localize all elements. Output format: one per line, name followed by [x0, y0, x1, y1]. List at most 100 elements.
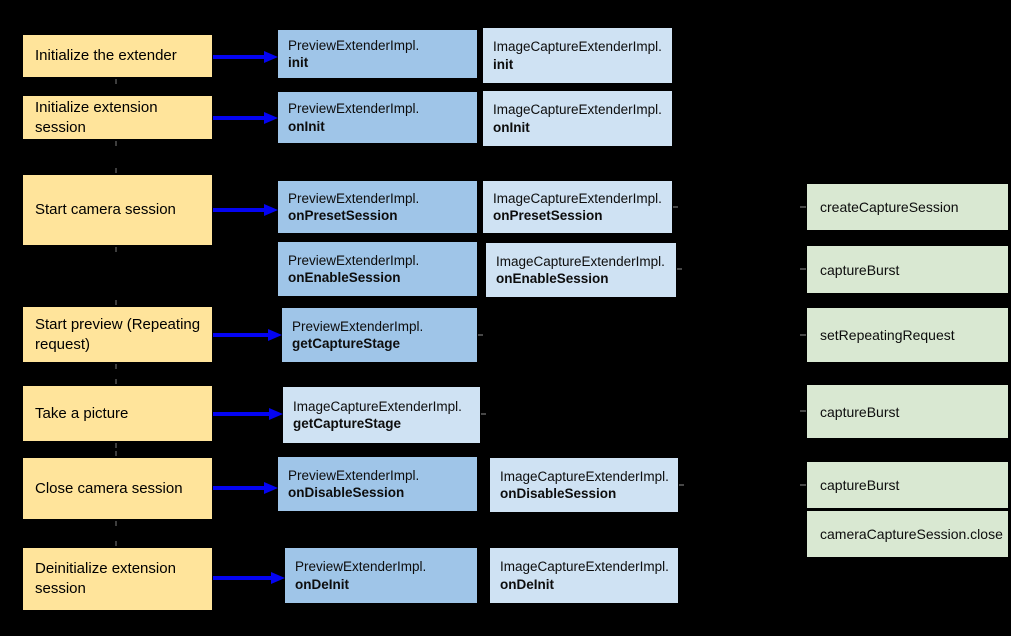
connector-stub	[673, 206, 678, 208]
preview-impl-oninit-box: PreviewExtenderImpl. onInit	[278, 92, 477, 143]
impl-method-label: onEnableSession	[288, 270, 401, 285]
impl-class-label: PreviewExtenderImpl.	[295, 559, 427, 574]
arrow-head-icon	[264, 482, 278, 494]
connector-stub	[115, 521, 117, 526]
impl-class-label: ImageCaptureExtenderImpl.	[500, 468, 669, 484]
arrow-head-icon	[271, 572, 285, 584]
step-label: Start preview (Repeating request)	[35, 315, 201, 353]
connector-stub	[679, 484, 684, 486]
connector-stub	[115, 300, 117, 305]
impl-method-label: onDisableSession	[288, 485, 405, 500]
connector-stub	[800, 268, 806, 270]
impl-method-label: onDisableSession	[500, 486, 617, 501]
flow-arrow-start-camera-session	[213, 203, 278, 217]
arrow-shaft	[213, 412, 269, 416]
impl-class-label: PreviewExtenderImpl.	[288, 101, 420, 116]
step-start-preview: Start preview (Repeating request)	[23, 307, 212, 362]
impl-class-label: PreviewExtenderImpl.	[288, 467, 420, 483]
preview-impl-getcapturestage-box: PreviewExtenderImpl. getCaptureStage	[282, 308, 477, 362]
connector-stub	[115, 364, 117, 369]
imagecapture-impl-oninit-box: ImageCaptureExtenderImpl. onInit	[483, 91, 672, 146]
step-label: Initialize extension session	[35, 98, 158, 136]
step-label: Close camera session	[35, 479, 183, 497]
connector-stub	[115, 541, 117, 546]
connector-stub	[800, 484, 806, 486]
camera2-call-label: createCaptureSession	[820, 199, 959, 215]
preview-impl-onpresetsession-box: PreviewExtenderImpl. onPresetSession	[278, 181, 477, 233]
connector-stub	[800, 206, 806, 208]
imagecapture-impl-onpresetsession-box: ImageCaptureExtenderImpl. onPresetSessio…	[483, 181, 672, 233]
impl-class-label: ImageCaptureExtenderImpl.	[500, 559, 669, 574]
impl-class-label: ImageCaptureExtenderImpl.	[293, 398, 462, 414]
camera2-captureburst-box-3: captureBurst	[807, 462, 1008, 508]
imagecapture-impl-ondisablesession-box: ImageCaptureExtenderImpl. onDisableSessi…	[490, 458, 678, 512]
impl-class-label: PreviewExtenderImpl.	[288, 190, 420, 206]
arrow-head-icon	[264, 112, 278, 124]
preview-impl-onenablesession-box: PreviewExtenderImpl. onEnableSession	[278, 242, 477, 296]
camera2-captureburst-box-1: captureBurst	[807, 246, 1008, 293]
connector-stub	[115, 451, 117, 456]
impl-class-label: ImageCaptureExtenderImpl.	[493, 102, 662, 117]
preview-impl-ondeinit-box: PreviewExtenderImpl. onDeInit	[285, 548, 477, 603]
impl-method-label: onDeInit	[500, 576, 554, 592]
flow-arrow-close-camera-session	[213, 481, 278, 495]
step-start-camera-session: Start camera session	[23, 175, 212, 245]
arrow-head-icon	[264, 51, 278, 63]
step-initialize-extender: Initialize the extender	[23, 35, 212, 77]
impl-class-label: PreviewExtenderImpl.	[288, 252, 420, 268]
impl-method-label: init	[288, 55, 309, 70]
arrow-shaft	[213, 576, 271, 580]
impl-method-label: onDeInit	[295, 576, 349, 592]
arrow-shaft	[213, 208, 264, 212]
connector-stub	[115, 168, 117, 173]
impl-class-label: PreviewExtenderImpl.	[288, 37, 420, 53]
camera2-call-label: setRepeatingRequest	[820, 327, 955, 343]
step-label: Take a picture	[35, 404, 129, 422]
camera2-call-label: captureBurst	[820, 477, 900, 493]
impl-class-label: ImageCaptureExtenderImpl.	[496, 253, 665, 269]
arrow-shaft	[213, 486, 264, 490]
impl-class-label: ImageCaptureExtenderImpl.	[493, 39, 662, 54]
impl-method-label: onPresetSession	[493, 208, 603, 223]
step-label: Start camera session	[35, 201, 176, 218]
impl-method-label: getCaptureStage	[293, 416, 402, 431]
connector-stub	[115, 379, 117, 384]
impl-class-label: PreviewExtenderImpl.	[292, 318, 424, 334]
impl-class-label: ImageCaptureExtenderImpl.	[493, 190, 662, 206]
arrow-head-icon	[269, 408, 283, 420]
flow-arrow-start-preview	[213, 328, 282, 342]
preview-impl-ondisablesession-box: PreviewExtenderImpl. onDisableSession	[278, 457, 477, 511]
connector-stub	[481, 413, 486, 415]
camera2-call-label: captureBurst	[820, 261, 900, 278]
arrow-head-icon	[268, 329, 282, 341]
step-close-camera-session: Close camera session	[23, 458, 212, 519]
connector-stub	[478, 334, 483, 336]
impl-method-label: onInit	[288, 118, 325, 134]
connector-stub	[115, 79, 117, 84]
preview-impl-init-box: PreviewExtenderImpl. init	[278, 30, 477, 78]
camera2-captureburst-box-2: captureBurst	[807, 385, 1008, 438]
impl-method-label: onPresetSession	[288, 208, 398, 223]
camera2-call-label: captureBurst	[820, 403, 900, 420]
connector-stub	[115, 141, 117, 146]
arrow-shaft	[213, 55, 264, 59]
step-label: Deinitialize extension session	[35, 560, 176, 597]
impl-method-label: init	[493, 56, 514, 72]
impl-method-label: onEnableSession	[496, 271, 609, 286]
connector-stub	[677, 268, 682, 270]
step-initialize-extension-session: Initialize extension session	[23, 96, 212, 139]
imagecapture-impl-init-box: ImageCaptureExtenderImpl. init	[483, 28, 672, 83]
connector-stub	[115, 247, 117, 252]
imagecapture-impl-getcapturestage-box: ImageCaptureExtenderImpl. getCaptureStag…	[283, 387, 480, 443]
arrow-head-icon	[264, 204, 278, 216]
connector-stub	[115, 443, 117, 448]
connector-stub	[800, 334, 806, 336]
step-take-a-picture: Take a picture	[23, 386, 212, 441]
camera2-cameracapturesession-close-box: cameraCaptureSession.close	[807, 511, 1008, 557]
flow-arrow-take-a-picture	[213, 407, 283, 421]
arrow-shaft	[213, 333, 268, 337]
impl-method-label: getCaptureStage	[292, 336, 401, 351]
flow-arrow-initialize-extender	[213, 50, 278, 64]
step-deinitialize-extension-session: Deinitialize extension session	[23, 548, 212, 610]
